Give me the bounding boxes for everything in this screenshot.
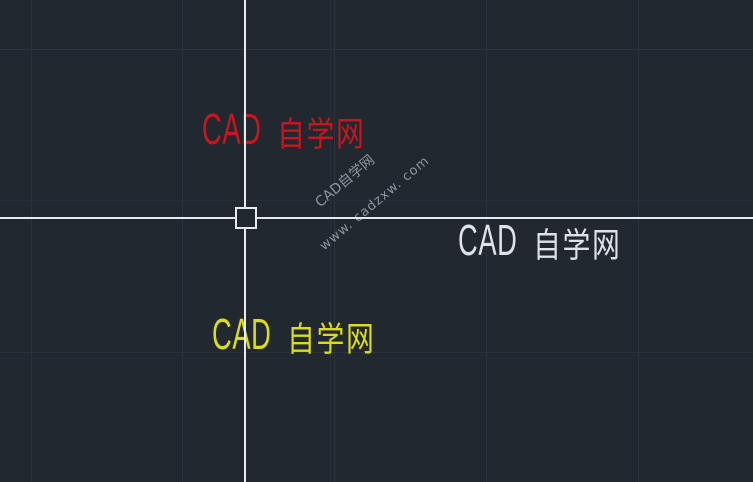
grid-line-horizontal [0, 200, 753, 201]
crosshair-horizontal-line [0, 217, 753, 219]
grid-line-vertical [31, 0, 32, 482]
text-object-yellow[interactable]: CAD 自学网 [212, 310, 395, 360]
grid-line-vertical [638, 0, 639, 482]
text-cjk: 自学网 [533, 226, 622, 266]
grid-line-vertical [334, 0, 335, 482]
grid-line-vertical [330, 0, 331, 482]
grid-line-horizontal [0, 49, 753, 50]
grid-line-horizontal [0, 352, 753, 353]
text-cjk: 自学网 [287, 320, 376, 360]
text-latin: CAD [212, 310, 272, 359]
text-object-red[interactable]: CAD 自学网 [202, 105, 385, 155]
text-cjk: 自学网 [277, 115, 366, 155]
grid-line-vertical [486, 0, 487, 482]
text-latin: CAD [202, 105, 262, 154]
crosshair-vertical-line [244, 0, 246, 482]
text-latin: CAD [458, 216, 518, 265]
crosshair-pickbox-icon [235, 207, 257, 229]
grid-line-vertical [182, 0, 183, 482]
text-object-white[interactable]: CAD 自学网 [458, 216, 641, 266]
